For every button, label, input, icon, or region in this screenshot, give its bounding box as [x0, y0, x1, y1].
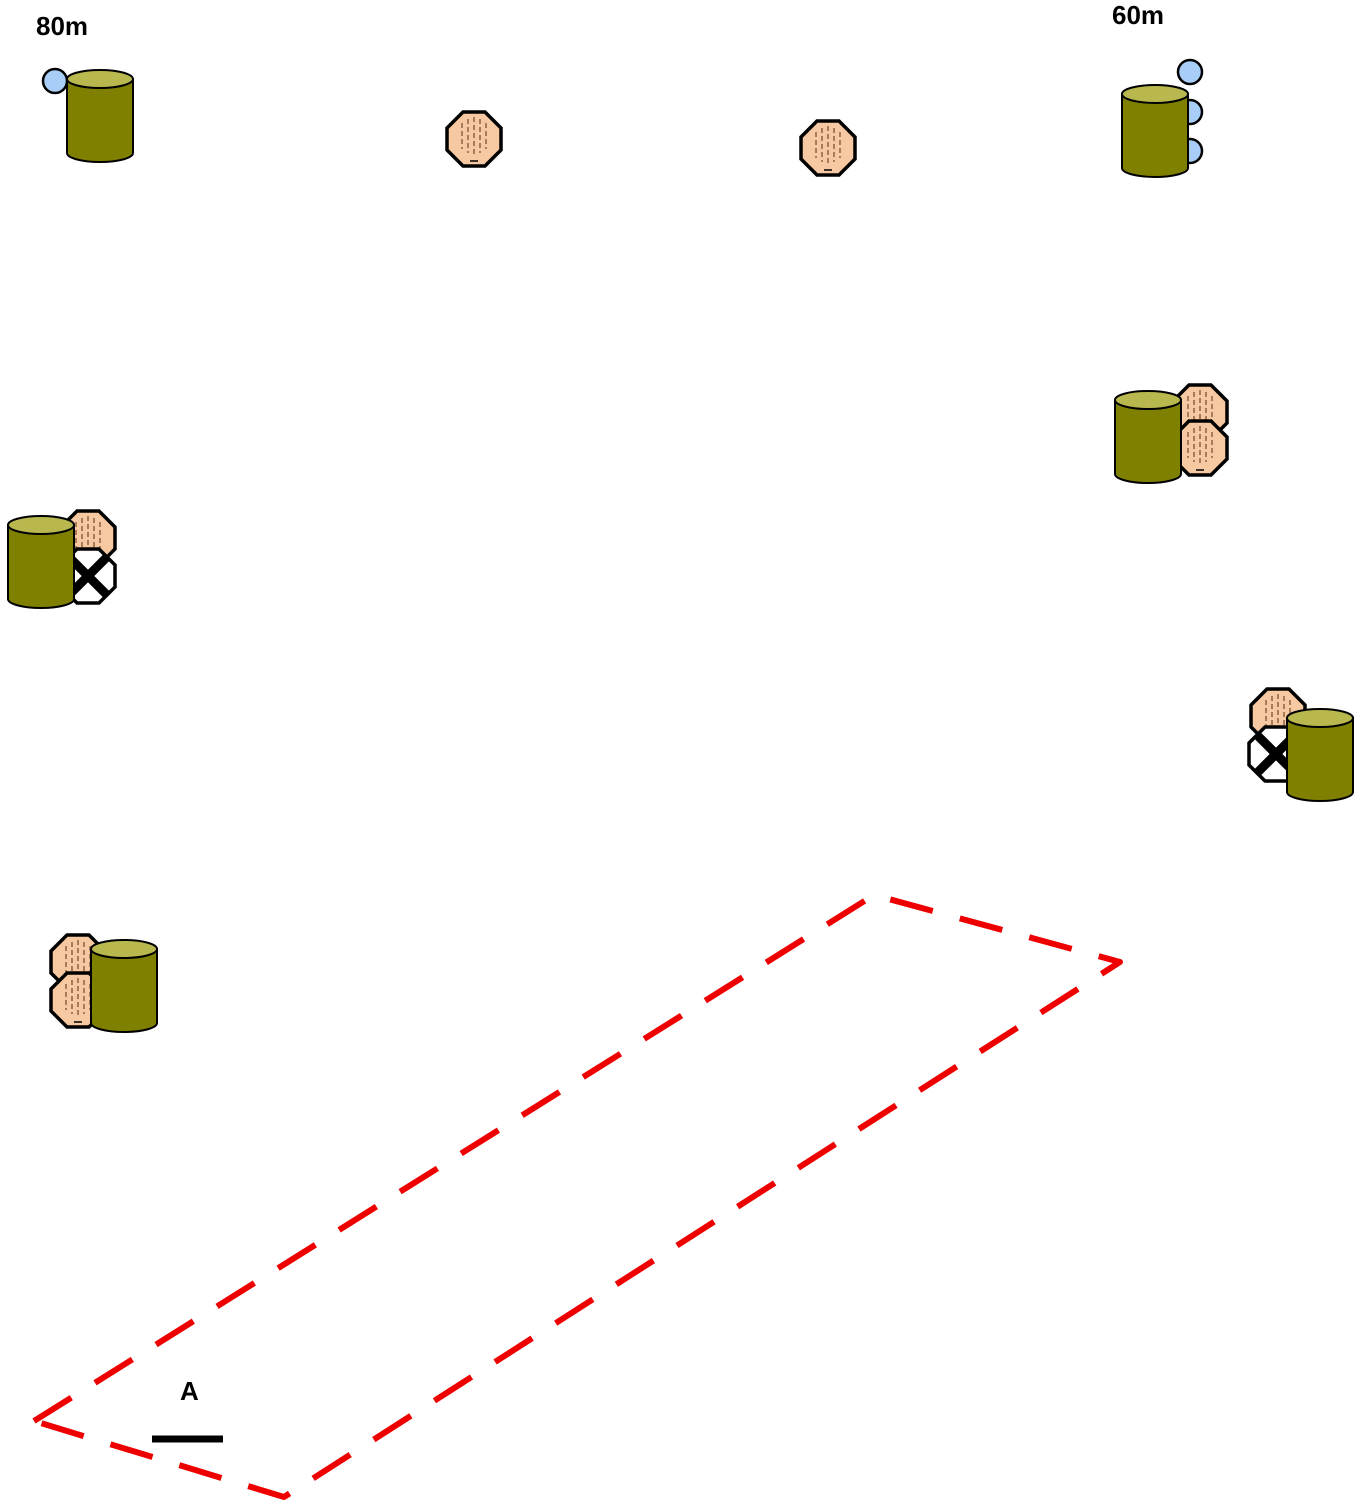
cover-barrel-icon — [67, 70, 133, 162]
stop-hand-icon — [447, 112, 501, 166]
cover-barrel-icon — [91, 940, 157, 1032]
cover-left-lower — [51, 935, 157, 1032]
cover-barrel-icon — [8, 516, 74, 608]
start-marker-label: A — [180, 1376, 199, 1406]
ball-icon — [1178, 60, 1202, 84]
cover-top-right — [1122, 60, 1202, 177]
cover-right-middle — [1115, 385, 1227, 483]
distance-label-80m: 80m — [36, 11, 88, 41]
cover-barrel-icon — [1122, 85, 1188, 177]
cover-top-left — [43, 69, 133, 162]
cover-barrel-icon — [1287, 709, 1353, 801]
distance-label-60m: 60m — [1112, 0, 1164, 30]
ball-icon — [43, 69, 67, 93]
movement-zone-outline — [34, 895, 1120, 1497]
stop-hand-icon — [801, 121, 855, 175]
cover-right-lower — [1249, 689, 1353, 801]
cover-barrel-icon — [1115, 391, 1181, 483]
cover-left-middle — [8, 511, 115, 608]
